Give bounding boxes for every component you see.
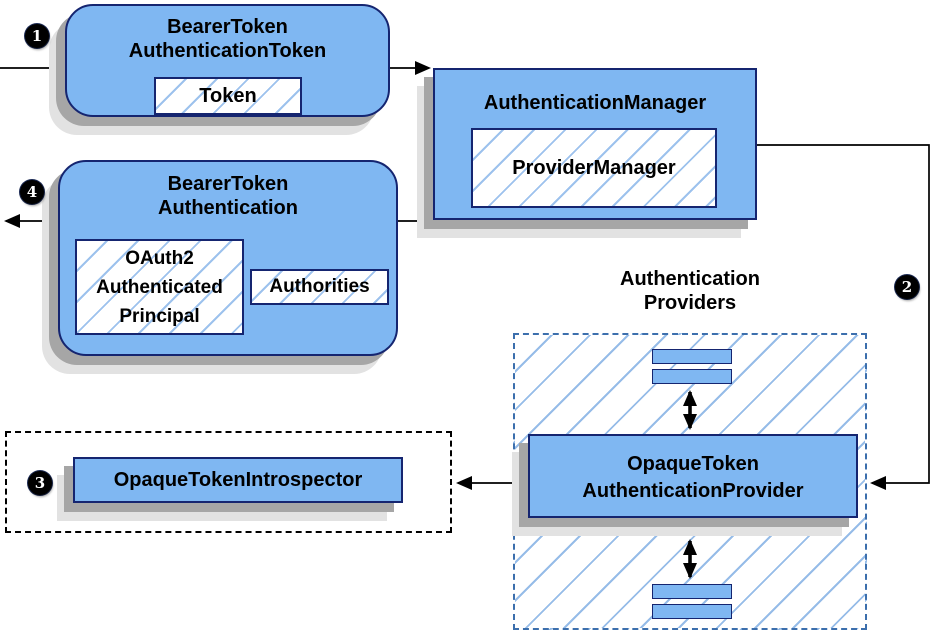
box-title-line: AuthenticationToken: [128, 40, 327, 62]
box-title-line: BearerToken: [167, 16, 288, 38]
provider-manager-box: ProviderManager: [471, 128, 717, 208]
box-title-line: AuthenticationManager: [483, 92, 707, 114]
bearer-token-authentication-box: BearerToken Authentication OAuth2 Authen…: [58, 160, 398, 356]
principal-label-line: Authenticated: [96, 276, 223, 298]
authentication-providers-label: Authentication Providers: [555, 267, 825, 315]
opaque-token-authentication-provider-box: OpaqueToken AuthenticationProvider: [528, 434, 858, 518]
box-title-line: AuthenticationProvider: [582, 480, 804, 502]
step-badge-2: 2: [895, 275, 919, 299]
principal-label-line: OAuth2: [125, 247, 194, 269]
provider-manager-label: ProviderManager: [512, 157, 676, 179]
box-title-line: BearerToken: [167, 173, 289, 195]
authorities-box: Authorities: [250, 269, 389, 305]
principal-label-line: Principal: [119, 305, 200, 327]
providers-label-line: Authentication: [620, 268, 760, 290]
box-title-line: Authentication: [158, 197, 298, 219]
provider-bar: [652, 604, 732, 619]
provider-bar: [652, 369, 732, 384]
bearer-token-authentication-token-box: BearerToken AuthenticationToken Token: [65, 4, 390, 117]
step-badge-1: 1: [25, 24, 49, 48]
flow-arrow-step2: [757, 144, 930, 490]
token-box: Token: [154, 77, 302, 115]
step-badge-3: 3: [28, 471, 52, 495]
authorities-label: Authorities: [269, 276, 370, 297]
box-title-line: OpaqueTokenIntrospector: [113, 469, 363, 491]
token-label: Token: [199, 85, 257, 107]
provider-bar: [652, 584, 732, 599]
provider-bar: [652, 349, 732, 364]
opaque-token-introspector-box: OpaqueTokenIntrospector: [73, 457, 403, 503]
box-title-line: OpaqueToken: [627, 453, 759, 475]
oauth2-authenticated-principal-box: OAuth2 Authenticated Principal: [75, 239, 244, 335]
step-badge-4: 4: [20, 180, 44, 204]
providers-label-line: Providers: [643, 292, 737, 314]
authentication-manager-box: AuthenticationManager ProviderManager: [433, 68, 757, 220]
